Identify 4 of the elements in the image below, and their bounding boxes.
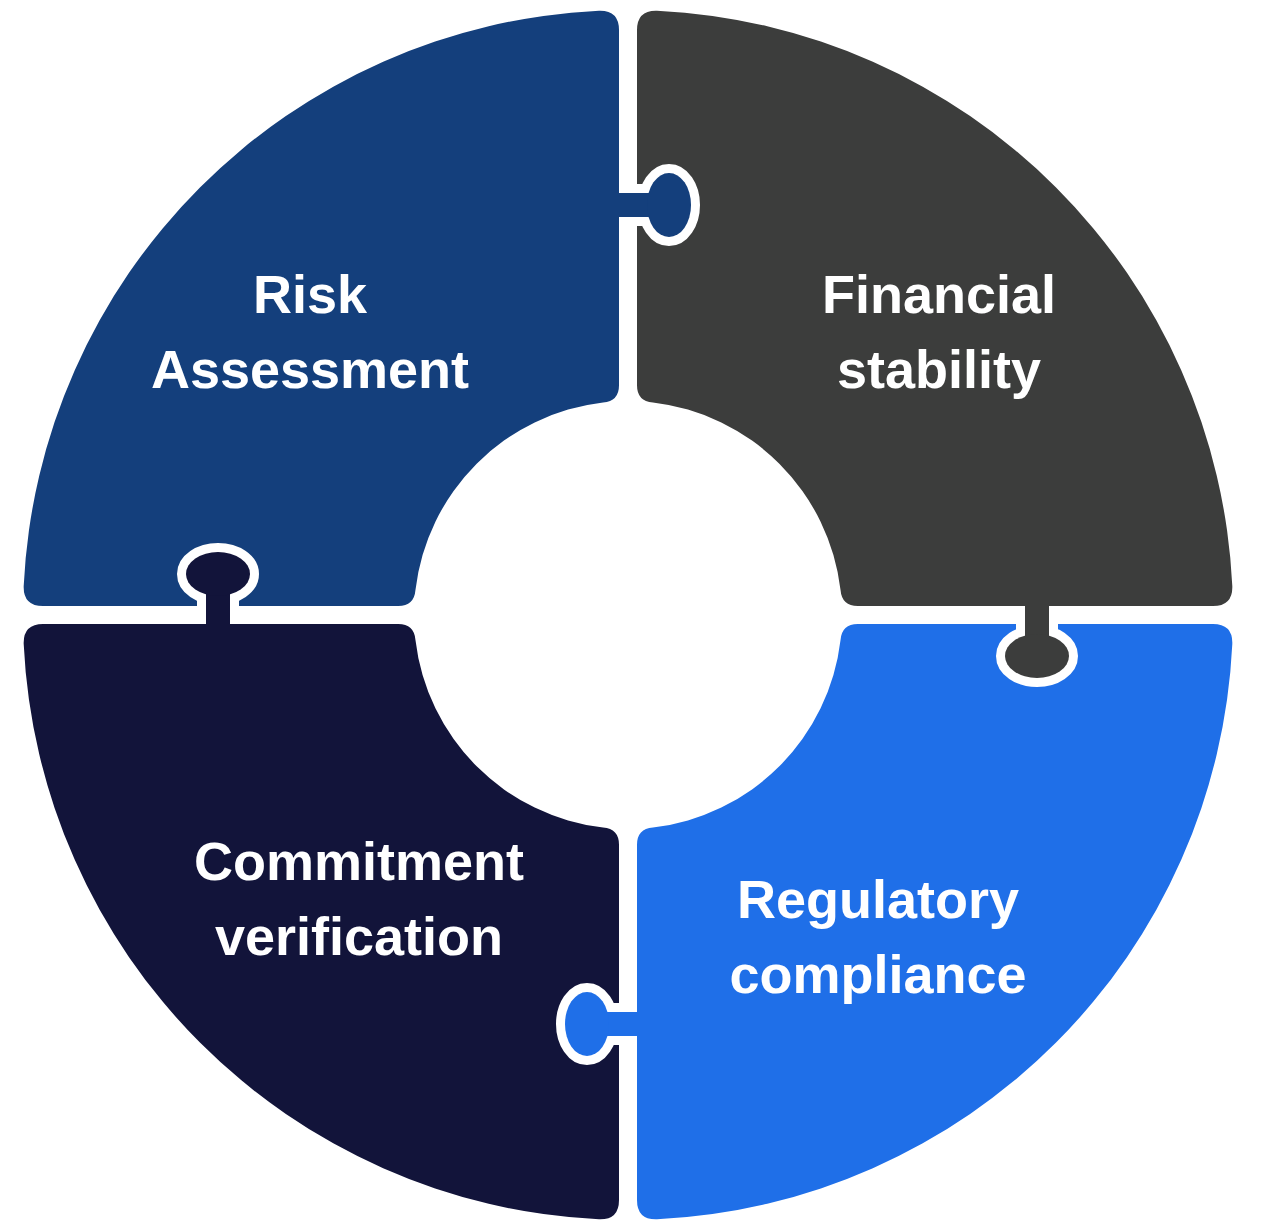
piece-label: Financial stability <box>821 263 1057 401</box>
piece-label: Regulatory compliance <box>729 868 1027 1006</box>
piece-label: Risk Assessment <box>150 263 470 401</box>
piece-label: Commitment verification <box>194 830 524 968</box>
